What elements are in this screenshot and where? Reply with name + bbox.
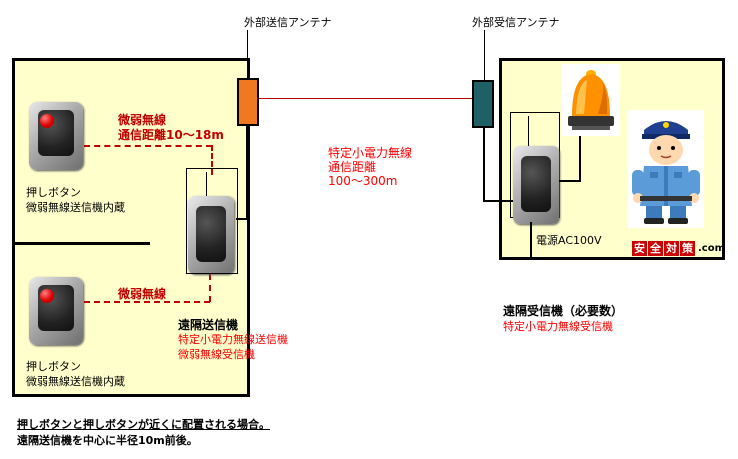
push-button-icon [29, 102, 83, 170]
power-cable [530, 222, 532, 260]
note-line-1: 押しボタンと押しボタンが近くに配置される場合。 [17, 418, 270, 431]
weak-radio-label: 微弱無線 [118, 113, 167, 127]
weak-radio-path-2-rise [209, 274, 211, 302]
tx-frame-line [186, 168, 238, 274]
push-button-1-label: 押しボタン [26, 186, 81, 199]
rx-device-antenna [528, 116, 529, 152]
remote-rx-spec: 特定小電力無線受信機 [503, 320, 613, 333]
receiver-icon [513, 146, 559, 224]
floor-divider [12, 242, 150, 245]
comm-distance-label: 通信距離 [328, 160, 377, 174]
ext-rx-antenna-label: 外部受信アンテナ [472, 16, 560, 29]
anzen-taisaku-logo: 安 全 対 策 .com [632, 240, 725, 256]
logo-char-1: 安 [632, 240, 647, 256]
tx-device-antenna [206, 172, 207, 202]
lamp-cable-vertical [579, 132, 581, 182]
remote-tx-title: 遠隔送信機 [178, 318, 239, 332]
security-guard-icon [628, 110, 704, 228]
lamp-cable-horizontal [559, 180, 581, 182]
push-button-icon [29, 277, 83, 345]
note-line-2: 遠隔送信機を中心に半径10m前後。 [17, 434, 198, 447]
remote-tx-spec-2: 微弱無線受信機 [178, 348, 255, 361]
weak-radio-2-label: 微弱無線 [118, 287, 167, 301]
rx-antenna-icon [472, 80, 494, 128]
tx-cable-vertical [246, 124, 248, 220]
tx-antenna-leader [247, 30, 248, 80]
tx-antenna-icon [237, 78, 259, 126]
push-button-1-desc: 微弱無線送信機内蔵 [26, 201, 125, 214]
weak-radio-path-1 [84, 145, 212, 147]
radio-link-line [259, 98, 472, 99]
weak-radio-range-label: 通信距離10～18m [118, 128, 224, 142]
remote-rx-title: 遠隔受信機（必要数） [503, 304, 624, 318]
logo-suffix: .com [698, 242, 726, 254]
tx-cable-horizontal [236, 218, 248, 220]
rx-cable-vertical [483, 126, 485, 202]
comm-range-label: 100～300m [328, 174, 398, 188]
push-button-2-desc: 微弱無線送信機内蔵 [26, 375, 125, 388]
push-button-2-label: 押しボタン [26, 360, 81, 373]
rx-cable-horizontal [483, 200, 513, 202]
transmitter-face [196, 206, 226, 262]
transmitter-icon [188, 196, 234, 274]
remote-tx-spec-1: 特定小電力無線送信機 [178, 333, 288, 346]
red-button-icon [40, 289, 54, 303]
logo-char-4: 策 [680, 240, 695, 256]
red-button-icon [40, 114, 54, 128]
weak-radio-path-1-drop [211, 145, 213, 175]
logo-char-3: 対 [664, 240, 679, 256]
power-label: 電源AC100V [536, 234, 602, 247]
receiver-face [521, 156, 551, 212]
specified-low-power-label: 特定小電力無線 [328, 146, 413, 160]
warning-lamp-icon [562, 64, 620, 136]
rx-antenna-leader [484, 30, 485, 82]
weak-radio-path-2 [84, 301, 210, 303]
ext-tx-antenna-label: 外部送信アンテナ [244, 16, 332, 29]
logo-char-2: 全 [648, 240, 663, 256]
